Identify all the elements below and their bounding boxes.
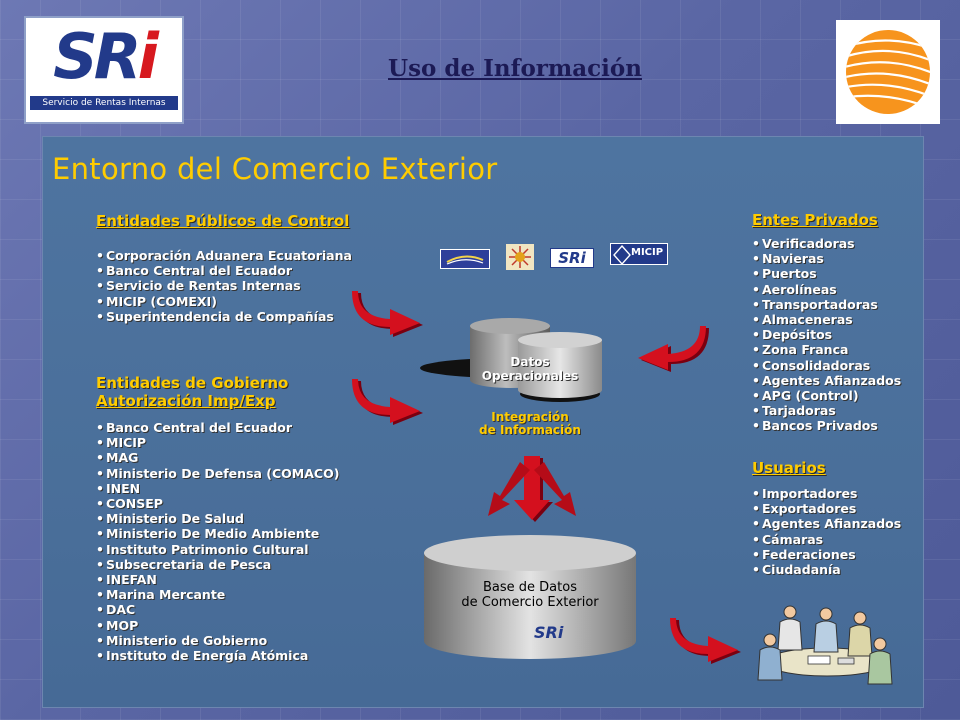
usuarios-item: Exportadores: [752, 501, 901, 516]
arrow-left-privados: [638, 326, 709, 372]
datos-label-2: Operacionales: [481, 369, 579, 383]
gobierno-item: MOP: [96, 618, 339, 633]
gobierno-item: MICIP: [96, 435, 339, 450]
privados-item: Verificadoras: [752, 236, 901, 251]
privados-item: Aerolíneas: [752, 282, 901, 297]
gobierno-item: DAC: [96, 602, 339, 617]
gobierno-item: INEN: [96, 481, 339, 496]
usuarios-item: Cámaras: [752, 532, 901, 547]
page-title: Uso de Información: [388, 55, 642, 82]
gobierno-item: Instituto de Energía Atómica: [96, 648, 339, 663]
gobierno-item: Marina Mercante: [96, 587, 339, 602]
datos-label-1: Datos: [510, 355, 550, 369]
integracion-line-2: de Información: [479, 423, 581, 437]
gobierno-item: MAG: [96, 450, 339, 465]
publicos-list: Corporación Aduanera EcuatorianaBanco Ce…: [96, 248, 352, 324]
gobierno-item: Ministerio de Gobierno: [96, 633, 339, 648]
micip-mini-logo-text: MICIP: [631, 247, 664, 258]
privados-item: Bancos Privados: [752, 418, 901, 433]
usuarios-item: Agentes Afianzados: [752, 516, 901, 531]
gobierno-item: Instituto Patrimonio Cultural: [96, 542, 339, 557]
arrow-right-gobierno: [352, 379, 423, 425]
database-cylinder: [424, 535, 636, 659]
usuarios-item: Federaciones: [752, 547, 901, 562]
gobierno-heading-1: Entidades de Gobierno: [96, 374, 289, 392]
usuarios-item: Ciudadanía: [752, 562, 901, 577]
datos-operacionales-cylinders: [420, 318, 602, 402]
gobierno-item: CONSEP: [96, 496, 339, 511]
arrow-right-usuarios: [670, 618, 741, 664]
privados-item: Almaceneras: [752, 312, 901, 327]
database-label-1: Base de Datos: [483, 580, 577, 595]
privados-item: Transportadoras: [752, 297, 901, 312]
orange-globe-logo: [836, 20, 940, 124]
privados-item: Zona Franca: [752, 342, 901, 357]
privados-item: Puertos: [752, 266, 901, 281]
publicos-item: Servicio de Rentas Internas: [96, 278, 352, 293]
usuarios-list: ImportadoresExportadoresAgentes Afianzad…: [752, 486, 901, 577]
gobierno-heading-2: Autorización Imp/Exp: [96, 392, 276, 410]
gobierno-item: Ministerio De Defensa (COMACO): [96, 466, 339, 481]
sri-logo: SRi Servicio de Rentas Internas: [24, 16, 184, 124]
privados-item: Depósitos: [752, 327, 901, 342]
database-label-2: de Comercio Exterior: [461, 595, 599, 610]
integracion-label: Integración de Información: [470, 411, 590, 437]
gobierno-item: INEFAN: [96, 572, 339, 587]
sri-logo-text: SRi: [53, 20, 159, 93]
database-label: Base de Datos de Comercio Exterior: [440, 580, 620, 610]
sri-mini-logo-text: SRi: [558, 249, 586, 267]
publicos-item: Superintendencia de Compañías: [96, 309, 352, 324]
gobierno-list: Banco Central del EcuadorMICIPMAGMiniste…: [96, 420, 339, 663]
aduana-mini-logo: [440, 249, 490, 269]
database-sri-logo: SRi: [534, 623, 564, 642]
privados-item: Agentes Afianzados: [752, 373, 901, 388]
sri-logo-tagline: Servicio de Rentas Internas: [30, 96, 178, 110]
users-meeting-illustration: [757, 605, 893, 685]
gobierno-item: Banco Central del Ecuador: [96, 420, 339, 435]
privados-item: Consolidadoras: [752, 358, 901, 373]
privados-item: APG (Control): [752, 388, 901, 403]
privados-heading: Entes Privados: [752, 211, 878, 229]
publicos-item: MICIP (COMEXI): [96, 294, 352, 309]
micip-mini-logo: MICIP: [610, 243, 668, 266]
usuarios-item: Importadores: [752, 486, 901, 501]
gobierno-item: Ministerio De Medio Ambiente: [96, 526, 339, 541]
privados-list: VerificadorasNavierasPuertosAerolíneasTr…: [752, 236, 901, 434]
panel-title: Entorno del Comercio Exterior: [52, 152, 498, 186]
triple-arrow-icon: [488, 456, 576, 522]
privados-item: Navieras: [752, 251, 901, 266]
arrow-right-publicos: [352, 291, 423, 337]
sun-emblem-mini-logo: [506, 244, 534, 270]
publicos-item: Banco Central del Ecuador: [96, 263, 352, 278]
publicos-heading: Entidades Públicos de Control: [96, 212, 350, 230]
integracion-line-1: Integración: [491, 410, 569, 424]
gobierno-item: Ministerio De Salud: [96, 511, 339, 526]
sri-mini-logo: SRi: [550, 248, 594, 268]
privados-item: Tarjadoras: [752, 403, 901, 418]
gobierno-item: Subsecretaria de Pesca: [96, 557, 339, 572]
usuarios-heading: Usuarios: [752, 459, 826, 477]
publicos-item: Corporación Aduanera Ecuatoriana: [96, 248, 352, 263]
